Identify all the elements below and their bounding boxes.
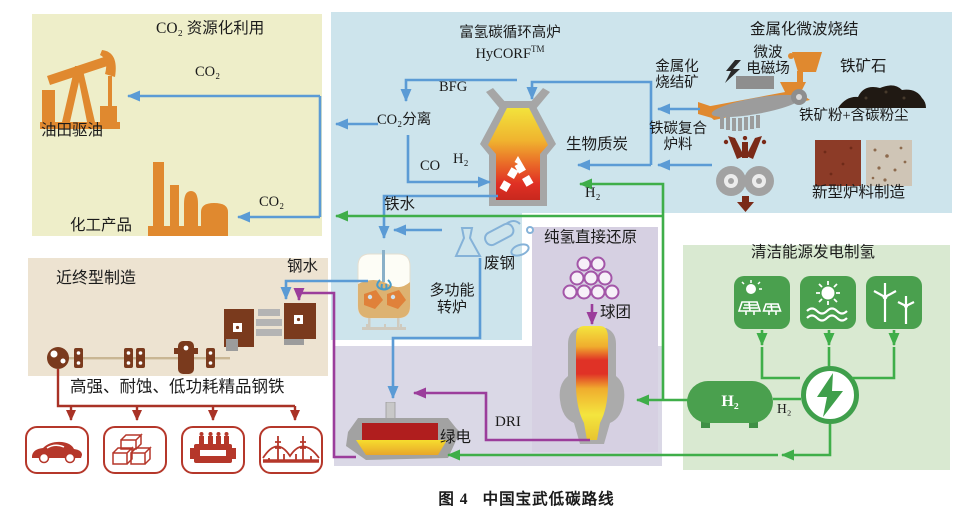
rolling-line-icon [47,341,230,374]
co2-to-oil-label: CO₂ [195,64,221,80]
oil-pumpjack-icon [40,50,120,129]
ore-dust-label: 铁矿粉+含碳粉尘 [799,108,909,124]
dri-box-title: 纯氢直接还原 [544,229,638,246]
h2-injection-label: H₂ [585,185,601,201]
scrap-steel-label: 废钢 [484,255,516,272]
roller-press-icon [716,136,774,212]
molten-iron-label: 铁水 [384,196,416,213]
tank-leg [701,421,710,428]
new-charge-label: 新型炉料制造 [812,184,906,201]
biomass-char-label: 生物质炭 [566,136,629,153]
composite-line1: 铁碳复合 [649,121,707,137]
sinter-line1: 金属化 [655,59,699,75]
hycorf-title-cn: 富氢碳循环高炉 [459,25,561,41]
bfg-label: BFG [439,79,468,95]
wind-power-icon [866,276,922,329]
field-line1: 微波 [753,45,783,61]
microwave-bolt-icon [725,60,741,83]
microwave-title: 金属化微波烧结 [750,21,859,38]
blast-furnace-icon [480,88,556,206]
chemical-plant-icon [148,162,228,236]
composite-charge-label: 铁碳复合 炉料 [642,121,714,154]
hydrogen-tank-icon: H₂ [687,381,773,423]
solar-power-icon [734,276,790,329]
microwave-field-label: 微波 电磁场 [736,45,800,78]
steel-product-frame [103,426,167,474]
bridge-icon [262,436,320,463]
co2-separation-label: CO₂分离 [377,112,432,128]
co2-box-title: CO₂ 资源化利用 [156,20,265,37]
shaft-furnace-icon [559,326,625,444]
hycorf-title-en: HyCORFTM [440,44,580,63]
chemical-products-label: 化工产品 [70,217,133,234]
transformer-icon [190,432,236,463]
tank-leg [749,421,758,428]
converter-label-line1: 多功能 [429,283,475,299]
converter-label-line2: 转炉 [436,299,467,316]
clean-energy-title: 清洁能源发电制氢 [751,244,876,261]
oil-field-label: 油田驱油 [41,122,104,139]
iron-ore-label: 铁矿石 [840,58,887,75]
composite-line2: 炉料 [663,136,693,153]
sintering-machine-icon [698,52,822,131]
electrolyzer-h2-label: H₂ [777,401,792,416]
ocean-solar-icon [800,276,856,329]
co2-to-chem-label: CO₂ [259,194,285,210]
h2-recycle-label: H₂ [453,151,469,167]
metallized-sinter-label: 金属化 烧结矿 [646,59,708,92]
iron-ore-pile-icon [838,85,926,108]
molten-steel-label: 钢水 [287,258,319,275]
dri-label: DRI [495,414,521,430]
electrolyzer-icon [801,366,859,424]
bridge-product-frame [259,426,323,474]
charge-samples-icon [815,140,912,186]
co-label: CO [420,158,441,174]
converter-label: 多功能 转炉 [420,283,484,316]
field-line2: 电磁场 [746,60,790,77]
converter-icon [357,250,411,330]
caption-title: 中国宝武低碳路线 [482,491,615,508]
caption-number: 图 4 [438,491,469,508]
nearnet-title: 近终型制造 [56,270,137,287]
pellets-icon [562,256,620,300]
pellets-label: 球团 [600,304,632,321]
car-product-frame [25,426,89,474]
transformer-product-frame [181,426,245,474]
steel-stack-icon [112,433,152,465]
figure-caption: 图 4 中国宝武低碳路线 [0,487,961,509]
tank-h2-label: H₂ [721,393,739,410]
green-power-label: 绿电 [440,429,472,446]
premium-steel-label: 高强、耐蚀、低功耗精品钢铁 [70,377,285,396]
car-icon [32,441,82,464]
sinter-line2: 烧结矿 [655,74,699,91]
hycorf-tm: TM [531,44,545,54]
hycorf-name: HyCORF [475,45,532,62]
